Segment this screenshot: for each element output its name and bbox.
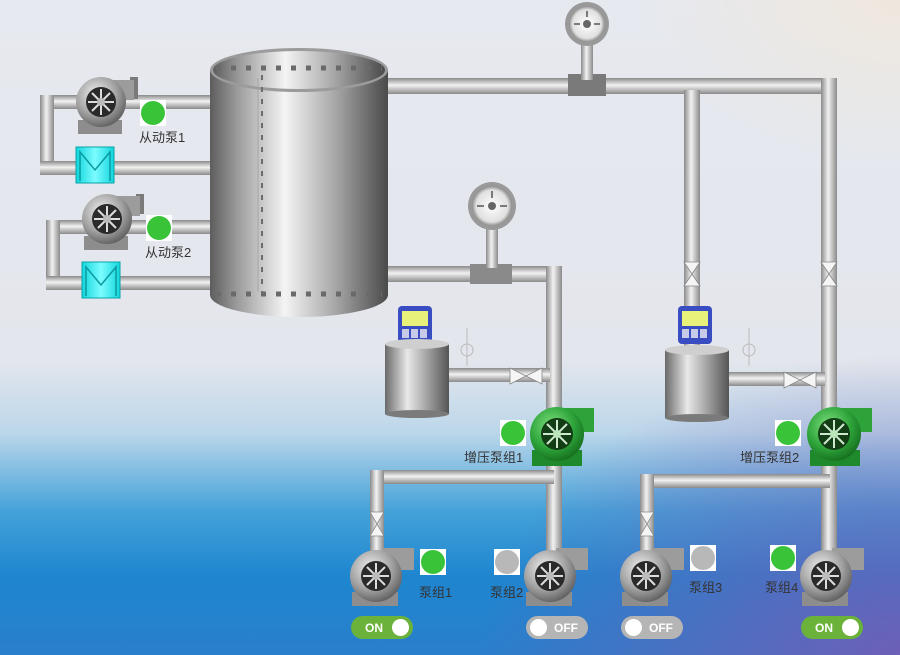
status-indicator-icon [771,546,795,570]
pump-icon[interactable] [807,407,872,466]
status-indicators [140,100,801,575]
flow-meter-icon [385,306,474,418]
pump-icon[interactable] [530,407,594,466]
toggle-knob [392,619,409,636]
flow-meter-icon [665,306,756,422]
valve-icon[interactable] [683,261,701,287]
pump-icon[interactable] [524,548,588,606]
booster-pump-2-label: 增压泵组2 [740,450,800,465]
toggle-state-label: OFF [649,620,673,635]
heat-exchanger-icon [81,261,121,299]
tank-icon [210,48,388,317]
pump-icon[interactable] [800,548,864,606]
slave-pump-1-label: 从动泵1 [139,130,186,145]
toggle-knob [625,619,642,636]
toggle-knob [842,619,859,636]
valve-icon[interactable] [509,367,543,385]
valve-icon[interactable] [820,261,838,287]
slave-pump-2-label: 从动泵2 [145,245,192,260]
pump-group-1-toggle[interactable]: ON [351,616,413,639]
toggle-state-label: ON [365,620,383,635]
pump-group-3-toggle[interactable]: OFF [621,616,683,639]
status-indicator-icon [776,421,800,445]
pump-group-2-toggle[interactable]: OFF [526,616,588,639]
pump-icon[interactable] [350,548,414,606]
pressure-gauge-icon [565,2,609,46]
toggle-knob [530,619,547,636]
status-indicator-icon [421,550,445,574]
pressure-gauge-icon [468,182,516,230]
valve-icon[interactable] [369,511,385,537]
pump-group-4-label: 泵组4 [765,580,799,595]
valve-icon[interactable] [639,511,655,537]
pump-group-3-label: 泵组3 [689,580,723,595]
toggle-state-label: ON [815,620,833,635]
pump-icon[interactable] [620,548,684,606]
pump-icon[interactable] [82,194,140,250]
toggle-state-label: OFF [554,620,578,635]
pump-group-2-label: 泵组2 [490,585,524,600]
pump-group-4-toggle[interactable]: ON [801,616,863,639]
status-indicator-icon [495,550,519,574]
status-indicator-icon [691,546,715,570]
heat-exchanger-icon [75,146,115,184]
status-indicator-icon [147,216,171,240]
pump-icon[interactable] [76,77,134,134]
pump-group-1-label: 泵组1 [419,585,453,600]
status-indicator-icon [141,101,165,125]
valve-icon[interactable] [783,371,817,389]
status-indicator-icon [501,421,525,445]
booster-pump-1-label: 增压泵组1 [464,450,524,465]
